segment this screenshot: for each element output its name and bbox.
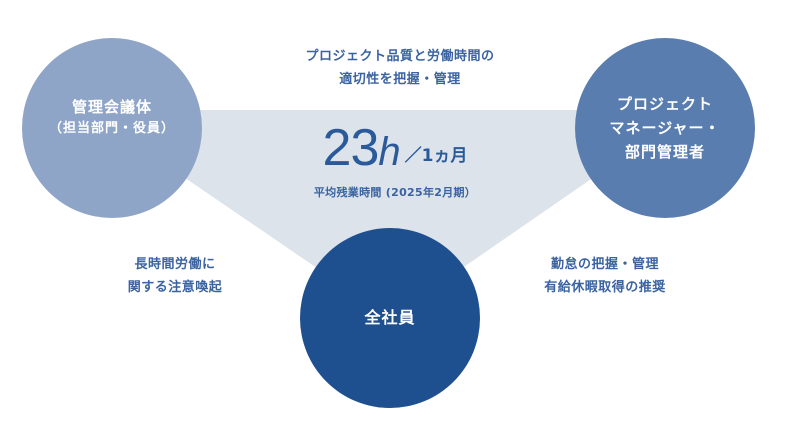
- node-project-managers: プロジェクト マネージャー・ 部門管理者: [575, 92, 755, 164]
- connection-triangle: [112, 110, 665, 318]
- circle-project-managers: [575, 38, 755, 218]
- node-management-council-title: 管理会議体: [71, 98, 152, 116]
- edge-caption-right: 勤怠の把握・管理 有給休暇取得の推奨: [520, 254, 690, 300]
- edge-caption-left: 長時間労働に 関する注意喚起: [95, 254, 255, 300]
- metric-value: 23: [322, 119, 380, 177]
- edge-caption-left-line1: 長時間労働に: [134, 257, 216, 272]
- edge-caption-right-line2: 有給休暇取得の推奨: [544, 279, 666, 295]
- edge-caption-left-line2: 関する注意喚起: [127, 279, 223, 295]
- edge-caption-right-line1: 勤怠の把握・管理: [550, 257, 659, 272]
- edge-caption-top-line1: プロジェクト品質と労働時間の: [305, 49, 495, 64]
- metric-per-period: ／1ヵ月: [404, 146, 468, 166]
- node-project-managers-line3: 部門管理者: [624, 143, 705, 161]
- metric-caption: 平均残業時間 (2025年2月期）: [313, 186, 477, 199]
- node-project-managers-line2: マネージャー・: [609, 119, 721, 137]
- node-all-employees: 全社員: [300, 306, 480, 331]
- average-overtime-metric: 23h／1ヵ月 平均残業時間 (2025年2月期）: [290, 122, 500, 200]
- metric-unit: h: [378, 130, 401, 174]
- node-all-employees-title: 全社員: [364, 308, 416, 327]
- node-management-council-subtitle: （担当部門・役員）: [48, 121, 175, 137]
- edge-caption-top: プロジェクト品質と労働時間の 適切性を把握・管理: [270, 46, 530, 92]
- circle-all-employees: [300, 228, 480, 408]
- node-project-managers-line1: プロジェクト: [616, 95, 713, 113]
- edge-caption-top-line2: 適切性を把握・管理: [339, 71, 461, 87]
- node-management-council: 管理会議体 （担当部門・役員）: [22, 96, 202, 139]
- circle-management-council: [22, 38, 202, 218]
